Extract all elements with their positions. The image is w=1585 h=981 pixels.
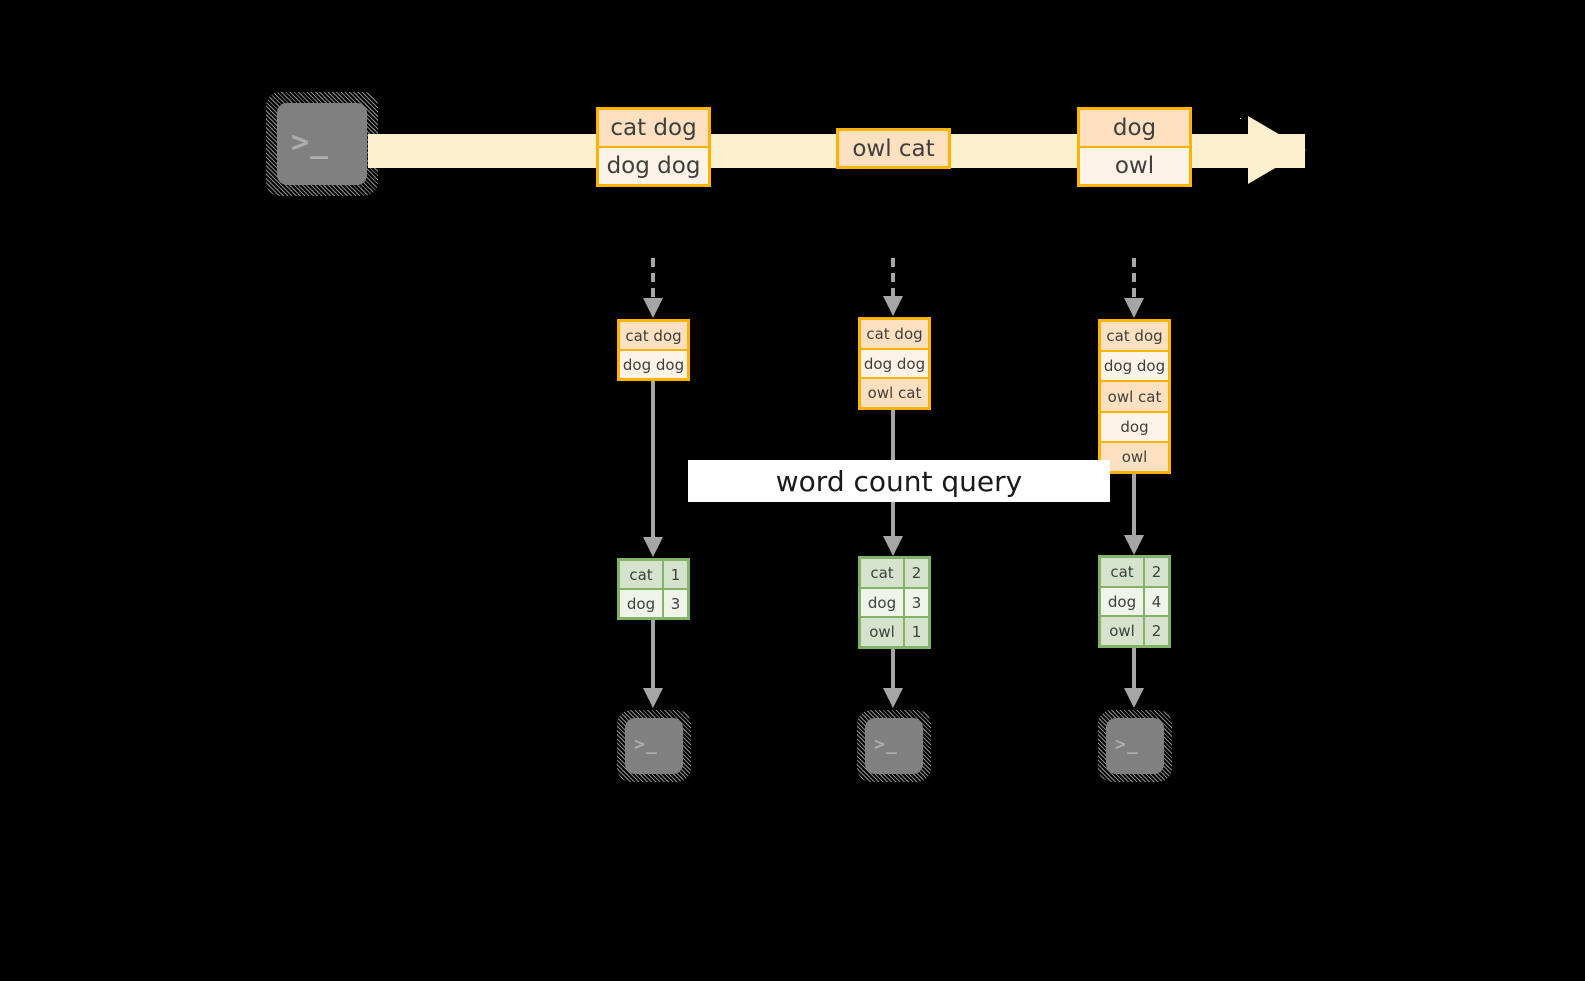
input-table-2[interactable]: cat dog dog dog owl cat: [858, 317, 931, 410]
query-arrowhead-2: [883, 536, 903, 556]
result-count: 3: [664, 590, 687, 617]
result-word: dog: [620, 590, 664, 617]
query-arrowhead-3: [1124, 535, 1144, 555]
result-count: 4: [1145, 587, 1168, 616]
result-row: dog 3: [620, 590, 687, 617]
input-table-1[interactable]: cat dog dog dog: [617, 319, 690, 381]
sink-terminal-body: [865, 718, 923, 774]
result-count: 1: [905, 618, 928, 647]
source-terminal-body: [277, 103, 367, 185]
sink-terminal-body: [625, 718, 683, 774]
trigger-dashed-line-1: [651, 258, 655, 300]
result-row: dog 4: [1101, 587, 1168, 618]
sink-connector-2: [891, 649, 895, 692]
sink-terminal-icon-1[interactable]: >_: [617, 710, 691, 782]
sink-arrowhead-3: [1124, 688, 1144, 708]
result-table-3[interactable]: cat 2 dog 4 owl 2: [1098, 555, 1171, 648]
input-row: dog dog: [620, 351, 687, 378]
input-row: dog dog: [1101, 352, 1168, 383]
sink-terminal-body: [1106, 718, 1164, 774]
source-terminal-icon[interactable]: >_: [266, 92, 378, 196]
stream-batch-line: owl cat: [839, 131, 948, 166]
query-connector-3: [1132, 474, 1136, 539]
trigger-dashed-line-2: [891, 258, 895, 298]
input-row: owl: [1101, 442, 1168, 472]
stream-batch-2[interactable]: owl cat: [836, 128, 951, 169]
result-word: owl: [1101, 617, 1145, 646]
result-word: cat: [861, 559, 905, 587]
sink-arrowhead-1: [643, 688, 663, 708]
sink-terminal-prompt-glyph: >_: [1115, 734, 1139, 755]
trigger-dashed-line-3: [1132, 258, 1136, 300]
input-row: cat dog: [861, 320, 928, 350]
trigger-arrowhead-1: [643, 298, 663, 318]
stream-batch-1[interactable]: cat dog dog dog: [596, 107, 711, 187]
input-row: dog: [1101, 412, 1168, 443]
result-row: cat 2: [861, 559, 928, 589]
result-count: 1: [664, 561, 687, 588]
result-word: cat: [1101, 558, 1145, 586]
result-word: dog: [861, 588, 905, 617]
query-arrowhead-1: [643, 537, 663, 557]
stream-batch-line: owl: [1080, 148, 1189, 184]
sink-terminal-icon-3[interactable]: >_: [1098, 710, 1172, 782]
result-count: 3: [905, 588, 928, 617]
result-count: 2: [1145, 558, 1168, 586]
query-label: word count query: [688, 460, 1110, 502]
input-row: dog dog: [861, 349, 928, 380]
input-row: cat dog: [620, 322, 687, 351]
input-row: owl cat: [1101, 382, 1168, 413]
result-count: 2: [905, 559, 928, 587]
input-row: cat dog: [1101, 322, 1168, 353]
result-row: owl 2: [1101, 617, 1168, 646]
result-word: owl: [861, 618, 905, 647]
sink-terminal-prompt-glyph: >_: [634, 734, 658, 755]
query-connector-1: [651, 381, 655, 541]
stream-batch-3[interactable]: dog owl: [1077, 107, 1192, 187]
source-terminal-prompt-glyph: >_: [291, 125, 330, 160]
sink-terminal-icon-2[interactable]: >_: [857, 710, 931, 782]
stream-band-arrowhead: [1248, 116, 1306, 184]
result-row: owl 1: [861, 618, 928, 647]
result-row: cat 2: [1101, 558, 1168, 588]
sink-connector-3: [1132, 648, 1136, 692]
result-word: cat: [620, 561, 664, 588]
result-count: 2: [1145, 617, 1168, 646]
trigger-arrowhead-3: [1124, 298, 1144, 318]
stream-batch-line: cat dog: [599, 110, 708, 148]
result-row: dog 3: [861, 588, 928, 619]
sink-arrowhead-2: [883, 688, 903, 708]
trigger-arrowhead-2: [883, 296, 903, 316]
result-table-1[interactable]: cat 1 dog 3: [617, 558, 690, 620]
result-word: dog: [1101, 587, 1145, 616]
sink-connector-1: [651, 620, 655, 692]
input-row: owl cat: [861, 379, 928, 408]
input-table-3[interactable]: cat dog dog dog owl cat dog owl: [1098, 319, 1171, 474]
stream-batch-line: dog: [1080, 110, 1189, 148]
stream-batch-line: dog dog: [599, 148, 708, 184]
stream-band-spacer: [1240, 118, 1241, 119]
result-row: cat 1: [620, 561, 687, 590]
result-table-2[interactable]: cat 2 dog 3 owl 1: [858, 556, 931, 649]
sink-terminal-prompt-glyph: >_: [874, 734, 898, 755]
